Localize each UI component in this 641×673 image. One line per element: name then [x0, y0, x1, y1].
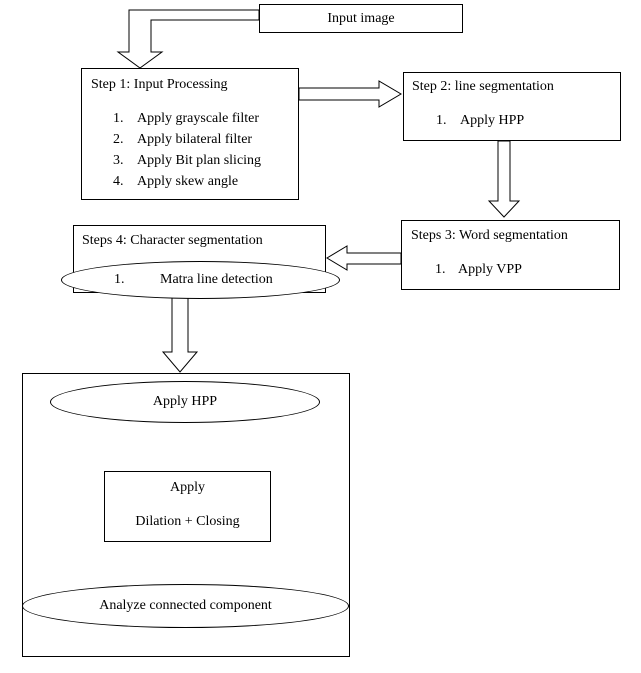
step3-item-number: 1. [435, 262, 446, 277]
arrow-step1-to-step2 [298, 80, 402, 108]
dilation-line2: Dilation + Closing [135, 514, 240, 529]
step1-item: Apply bilateral filter [137, 132, 253, 147]
arrow-step2-to-step3 [487, 140, 521, 218]
step4-title: Steps 4: Character segmentation [82, 233, 263, 248]
step2-box: Step 2: line segmentation 1. Apply HPP [403, 72, 621, 141]
arrow-step3-to-step4 [326, 245, 402, 271]
analyze-component-ellipse: Analyze connected component [22, 584, 349, 628]
step3-box: Steps 3: Word segmentation 1. Apply VPP [401, 220, 620, 290]
step4-item: Matra line detection [160, 272, 273, 287]
dilation-closing-box: Apply Dilation + Closing [104, 471, 271, 542]
step4-item-number: 1. [114, 272, 125, 287]
step3-title: Steps 3: Word segmentation [411, 228, 568, 243]
step2-item: Apply HPP [460, 113, 525, 128]
step1-item: Apply Bit plan slicing [137, 153, 262, 168]
apply-hpp-label: Apply HPP [152, 394, 218, 409]
input-image-label: Input image [327, 11, 395, 26]
step1-item-number: 3. [113, 153, 124, 168]
step3-item: Apply VPP [458, 262, 522, 277]
dilation-line1: Apply [170, 480, 205, 495]
arrow-step4-to-subprocess [161, 296, 199, 373]
step2-item-number: 1. [436, 113, 447, 128]
step2-title: Step 2: line segmentation [412, 79, 554, 94]
matra-line-ellipse: 1. Matra line detection [61, 261, 340, 299]
step1-box: Step 1: Input Processing 1. Apply graysc… [81, 68, 299, 200]
arrow-input-to-step1 [116, 9, 260, 69]
step1-item-number: 4. [113, 174, 124, 189]
step1-item: Apply grayscale filter [137, 111, 260, 126]
step1-item: Apply skew angle [137, 174, 239, 189]
step1-item-number: 1. [113, 111, 124, 126]
step1-item-number: 2. [113, 132, 124, 147]
step1-title: Step 1: Input Processing [91, 77, 228, 92]
analyze-component-label: Analyze connected component [99, 598, 272, 613]
apply-hpp-ellipse: Apply HPP [50, 381, 320, 423]
input-image-box: Input image [259, 4, 463, 33]
